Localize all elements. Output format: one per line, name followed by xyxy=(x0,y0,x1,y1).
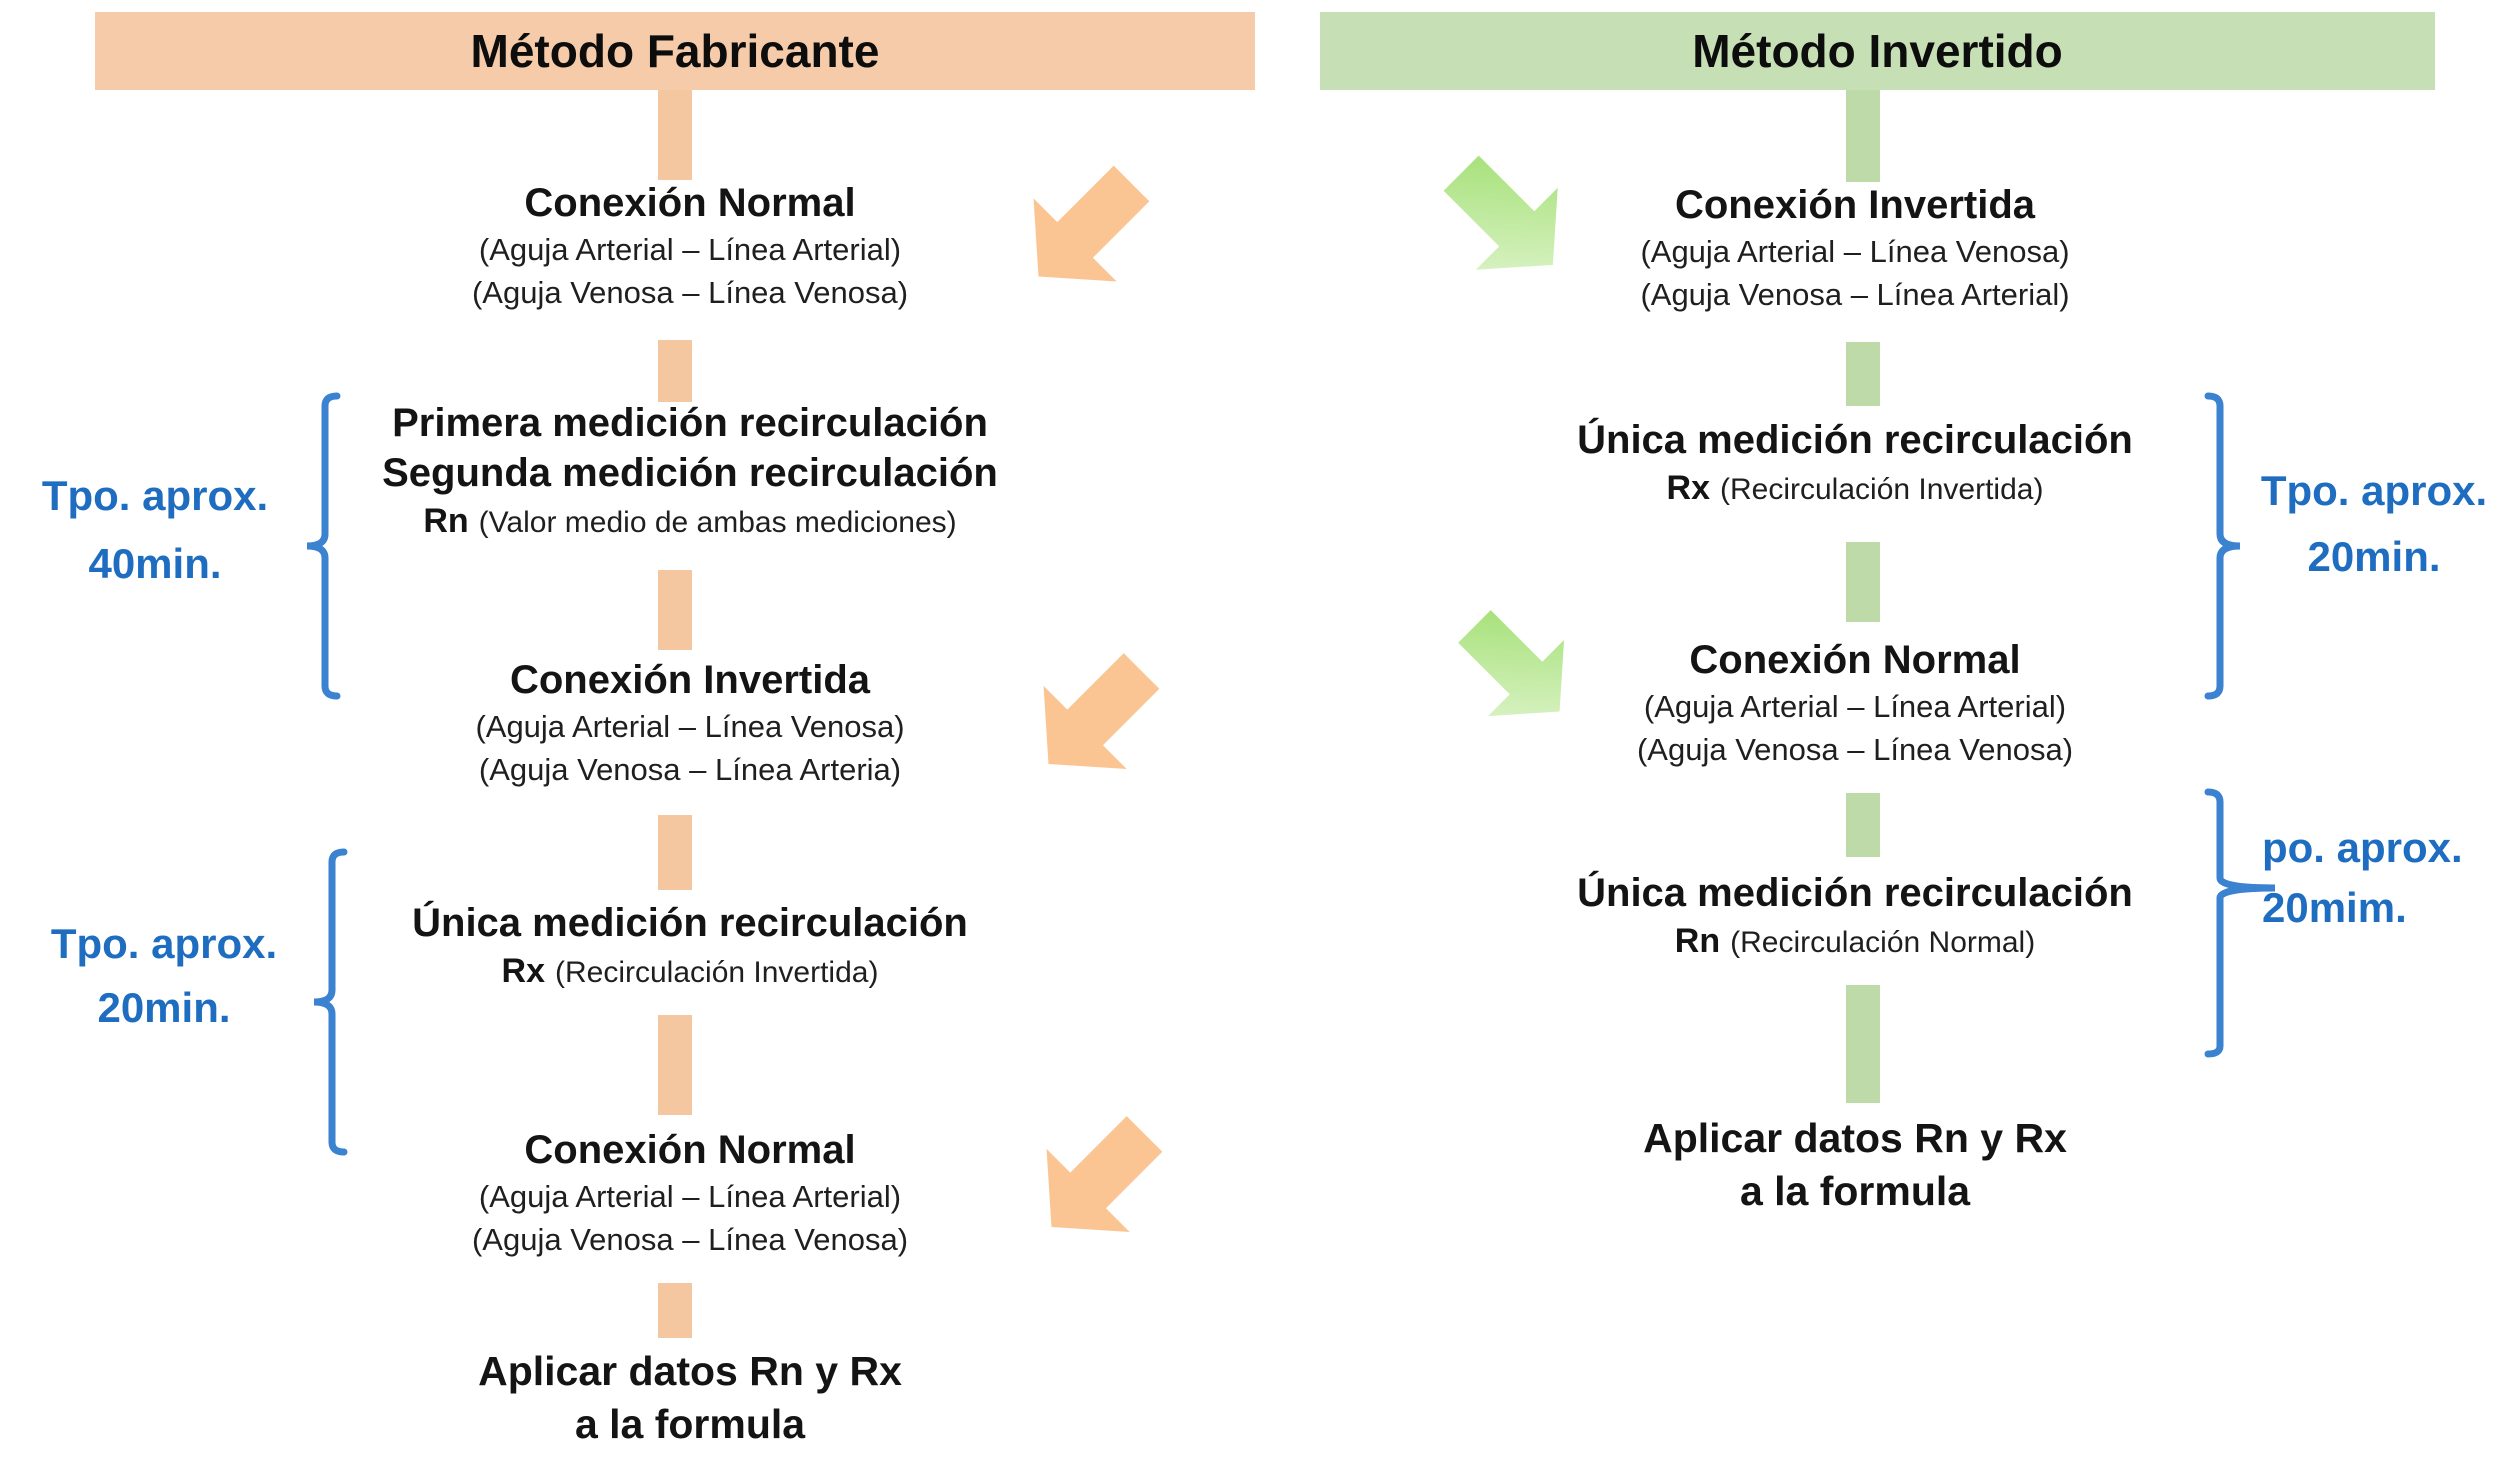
time-label-left-40min: Tpo. aprox. 40min. xyxy=(5,462,305,598)
step-subline: (Aguja Venosa – Línea Arteria) xyxy=(478,752,902,787)
step-right-unica-medicion-rx: Única medición recirculación Rx (Recircul… xyxy=(1475,415,2235,513)
time-label-line: 20min. xyxy=(97,984,231,1031)
time-brace-icon xyxy=(2204,788,2276,1058)
rn-code: Rx xyxy=(1666,469,1710,507)
step-subline: (Aguja Arterial – Línea Arterial) xyxy=(478,1179,902,1214)
step-subline: (Aguja Venosa – Línea Venosa) xyxy=(471,1222,909,1257)
flow-connector-left-4 xyxy=(658,1015,692,1115)
step-title: Conexión Normal xyxy=(1689,638,2021,682)
step-rn-line: Rx (Recirculación Invertida) xyxy=(310,948,1070,996)
orange-down-left-arrow-icon xyxy=(1043,653,1160,769)
final-line: Aplicar datos Rn y Rx xyxy=(478,1348,902,1394)
time-label-line: Tpo. aprox. xyxy=(50,920,278,967)
time-brace-icon xyxy=(2204,392,2241,700)
green-down-right-arrow-icon xyxy=(1443,155,1558,270)
step-title: Conexión Invertida xyxy=(1674,183,2036,227)
method-manufacturer-title: Método Fabricante xyxy=(470,25,880,77)
step-subline: (Aguja Arterial – Línea Arterial) xyxy=(478,232,902,267)
step-right-unica-medicion-rn: Única medición recirculación Rn (Recircul… xyxy=(1475,868,2235,966)
time-label-line: Tpo. aprox. xyxy=(2260,467,2488,514)
rn-note: (Recirculación Invertida) xyxy=(555,956,879,989)
step-subline: (Aguja Venosa – Línea Arterial) xyxy=(1640,277,2070,312)
step-subline: (Aguja Venosa – Línea Venosa) xyxy=(1636,732,2074,767)
step-right-conexion-invertida: Conexión Invertida (Aguja Arterial – Lín… xyxy=(1475,180,2235,316)
step-subline: (Aguja Venosa – Línea Venosa) xyxy=(471,275,909,310)
green-down-right-arrow-icon xyxy=(1458,610,1565,717)
flow-connector-left-1 xyxy=(658,340,692,402)
flow-connector-left-2 xyxy=(658,570,692,650)
time-label-right-20min: Tpo. aprox. 20min. xyxy=(2248,458,2500,590)
step-left-conexion-normal-1: Conexión Normal (Aguja Arterial – Línea … xyxy=(310,178,1070,314)
flow-connector-right-2 xyxy=(1846,542,1880,622)
rn-code: Rn xyxy=(423,502,469,540)
time-label-right-20mim: po. aprox. 20mim. xyxy=(2262,818,2500,938)
rn-note: (Recirculación Invertida) xyxy=(1720,473,2044,506)
flow-connector-right-1 xyxy=(1846,342,1880,406)
step-title: Única medición recirculación xyxy=(1577,418,2133,462)
step-title: Conexión Invertida xyxy=(509,658,871,702)
time-brace-icon xyxy=(313,848,348,1156)
final-line: Aplicar datos Rn y Rx xyxy=(1643,1115,2067,1161)
step-rn-line: Rn (Valor medio de ambas mediciones) xyxy=(310,498,1070,546)
rn-code: Rn xyxy=(1674,922,1721,960)
step-line-bold: Segunda medición recirculación xyxy=(382,451,998,495)
step-rn-line: Rx (Recirculación Invertida) xyxy=(1475,465,2235,513)
step-right-aplicar-formula: Aplicar datos Rn y Rx a la formula xyxy=(1475,1112,2235,1218)
step-subline: (Aguja Arterial – Línea Venosa) xyxy=(1640,234,2070,269)
step-title: Única medición recirculación xyxy=(1577,871,2133,915)
time-label-line: 20mim. xyxy=(2262,884,2407,931)
orange-down-left-arrow-icon xyxy=(1033,165,1150,282)
method-inverted-header: Método Invertido xyxy=(1320,12,2435,90)
flow-connector-right-stub xyxy=(1846,90,1880,182)
time-brace-icon xyxy=(306,392,341,700)
final-line: a la formula xyxy=(574,1401,806,1447)
step-subline: (Aguja Arterial – Línea Venosa) xyxy=(475,709,905,744)
flow-connector-left-5 xyxy=(658,1283,692,1338)
step-left-mediciones: Primera medición recirculación Segunda m… xyxy=(310,398,1070,546)
flow-connector-right-4 xyxy=(1846,985,1880,1103)
step-title: Conexión Normal xyxy=(524,181,856,225)
time-label-left-20min: Tpo. aprox. 20min. xyxy=(14,912,314,1040)
flow-connector-right-3 xyxy=(1846,793,1880,857)
time-label-line: 20min. xyxy=(2307,533,2441,580)
rn-code: Rx xyxy=(501,952,545,990)
flow-connector-left-3 xyxy=(658,815,692,890)
time-label-line: po. aprox. xyxy=(2262,824,2463,871)
method-inverted-title: Método Invertido xyxy=(1692,25,2063,77)
final-line: a la formula xyxy=(1739,1168,1971,1214)
orange-down-left-arrow-icon xyxy=(1046,1116,1163,1232)
step-title: Única medición recirculación xyxy=(412,901,968,945)
step-line-bold: Primera medición recirculación xyxy=(392,401,988,445)
step-title: Conexión Normal xyxy=(524,1128,856,1172)
time-label-line: Tpo. aprox. xyxy=(41,472,269,519)
step-left-conexion-invertida: Conexión Invertida (Aguja Arterial – Lín… xyxy=(310,655,1070,791)
step-rn-line: Rn (Recirculación Normal) xyxy=(1475,918,2235,966)
flow-connector-left-stub xyxy=(658,90,692,180)
step-left-unica-medicion: Única medición recirculación Rx (Recircul… xyxy=(310,898,1070,996)
step-left-conexion-normal-2: Conexión Normal (Aguja Arterial – Línea … xyxy=(310,1125,1070,1261)
step-left-aplicar-formula: Aplicar datos Rn y Rx a la formula xyxy=(310,1345,1070,1451)
rn-note: (Recirculación Normal) xyxy=(1730,926,2036,959)
rn-note: (Valor medio de ambas mediciones) xyxy=(478,506,957,539)
method-manufacturer-header: Método Fabricante xyxy=(95,12,1255,90)
step-subline: (Aguja Arterial – Línea Arterial) xyxy=(1643,689,2067,724)
time-label-line: 40min. xyxy=(88,540,222,587)
step-right-conexion-normal: Conexión Normal (Aguja Arterial – Línea … xyxy=(1475,635,2235,771)
